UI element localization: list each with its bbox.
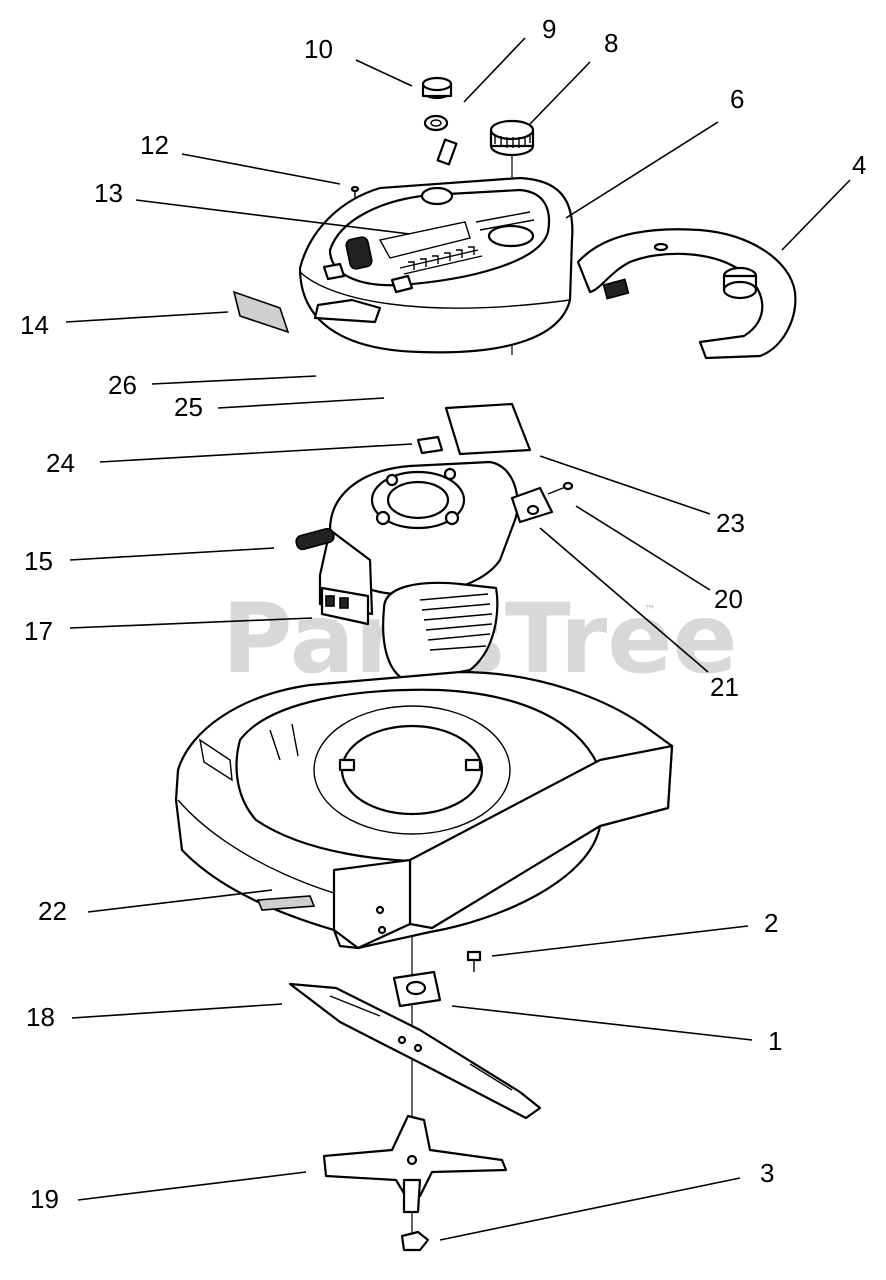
callout-12: 12 (140, 130, 169, 160)
leader-2 (491, 925, 749, 957)
callout-22: 22 (38, 896, 67, 926)
leader-4 (781, 179, 851, 251)
callout-8: 8 (604, 28, 618, 58)
part-3-nut[interactable] (400, 1230, 430, 1252)
part-8-fuel-cap[interactable] (489, 119, 535, 157)
callout-19: 19 (30, 1184, 59, 1214)
engine-assembly[interactable] (318, 460, 554, 684)
callout-9: 9 (542, 14, 556, 44)
leader-21 (539, 527, 709, 673)
callout-25: 25 (174, 392, 203, 422)
part-15-starter-rope-handle[interactable] (295, 527, 335, 551)
leader-15 (69, 547, 275, 561)
part-20-bolt[interactable] (547, 481, 574, 495)
watermark-trademark: ™ (644, 603, 656, 617)
leader-3 (439, 1177, 741, 1241)
leader-9 (463, 37, 526, 103)
part-23-filter[interactable] (444, 402, 532, 456)
callout-26: 26 (108, 370, 137, 400)
leader-13 (135, 199, 411, 235)
callout-14: 14 (20, 310, 49, 340)
part-18-blade[interactable] (288, 982, 542, 1120)
part-2-bolt[interactable] (466, 950, 482, 972)
part-26-block[interactable] (322, 262, 346, 281)
callout-23: 23 (716, 508, 745, 538)
callout-4: 4 (852, 150, 866, 180)
leader-25 (217, 397, 385, 409)
leader-6 (565, 121, 719, 219)
callout-2: 2 (764, 908, 778, 938)
callout-3: 3 (760, 1158, 774, 1188)
callout-18: 18 (26, 1002, 55, 1032)
callout-24: 24 (46, 448, 75, 478)
part-24-air-filter[interactable] (416, 435, 444, 455)
leader-24 (99, 443, 413, 463)
leader-20 (575, 505, 711, 591)
part-1-adapter-plate[interactable] (392, 970, 442, 1008)
leader-12 (181, 153, 341, 185)
part-13-control-panel[interactable] (378, 221, 471, 259)
part-25-block[interactable] (390, 274, 414, 294)
leader-19 (77, 1171, 307, 1201)
part-14-decal[interactable] (232, 290, 290, 334)
leader-18 (71, 1003, 283, 1019)
leader-8 (529, 61, 591, 125)
part-19-blade-bracket[interactable] (322, 1114, 508, 1214)
callout-10: 10 (304, 34, 333, 64)
leader-14 (65, 311, 229, 323)
leader-26 (151, 375, 317, 385)
callout-15: 15 (24, 546, 53, 576)
callout-20: 20 (714, 584, 743, 614)
part-21-nut[interactable] (526, 504, 540, 516)
leader-1 (451, 1005, 753, 1041)
callout-21: 21 (710, 672, 739, 702)
leader-23 (539, 455, 711, 515)
part-4-deflector[interactable] (576, 228, 797, 360)
part-17-carburetor[interactable] (320, 586, 370, 626)
part-9-dipstick[interactable] (423, 114, 458, 166)
leader-10 (355, 59, 413, 87)
leader-17 (69, 617, 313, 629)
callout-1: 1 (768, 1026, 782, 1056)
part-22-mower-deck[interactable] (174, 670, 674, 950)
callout-6: 6 (730, 84, 744, 114)
leader-22 (87, 889, 273, 913)
part-6-engine-shroud[interactable] (298, 176, 574, 354)
callout-17: 17 (24, 616, 53, 646)
part-10-cap[interactable] (421, 76, 453, 100)
callout-13: 13 (94, 178, 123, 208)
